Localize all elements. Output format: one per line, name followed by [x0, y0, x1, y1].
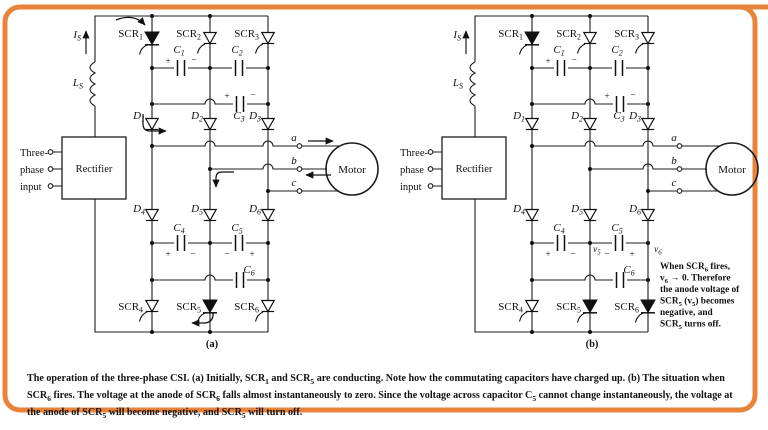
scr3-label: SCR3: [234, 28, 259, 41]
phase-b-label: b: [671, 155, 677, 167]
c3-minus-sign: −: [250, 91, 255, 101]
d1-label: D1: [512, 110, 525, 123]
phase-b-label: b: [291, 155, 297, 167]
c4-plus-sign: +: [545, 250, 550, 260]
scr2-label: SCR2: [556, 28, 581, 41]
scr6-label: SCR6: [234, 301, 259, 314]
is-label: IS: [72, 29, 81, 42]
figure-caption-text: The operation of the three-phase CSI. (a…: [27, 373, 733, 420]
c1-label: C1: [173, 44, 184, 57]
d2-label: D2: [190, 110, 203, 123]
subfigure-b-tag: (b): [586, 339, 599, 350]
c5-label: C5: [611, 222, 622, 235]
note-line-1: When SCR6 fires,: [660, 262, 730, 273]
c4-label: C4: [553, 222, 564, 235]
rectifier-label: Rectifier: [456, 164, 493, 175]
scr1-label: SCR1: [118, 28, 143, 41]
circuit-a: IS LS SCR1 SCR2 SCR3 C1 C2 + − + − C3 D1…: [20, 14, 378, 350]
c1-minus-sign: −: [191, 56, 196, 66]
circuit-b: IS LS SCR1 SCR2 SCR3 C1 C2 + − + − C3 D1…: [400, 14, 758, 350]
c3-plus-sign: +: [224, 92, 229, 102]
c2-label: C2: [231, 44, 242, 57]
phase-a-label: a: [671, 132, 677, 144]
input-label-2: phase: [20, 165, 44, 176]
c1-plus-sign: +: [165, 57, 170, 67]
ls-label: LS: [452, 77, 463, 90]
d1-label: D1: [132, 110, 145, 123]
input-label-1: Three-: [400, 148, 428, 159]
input-label-1: Three-: [20, 148, 48, 159]
v6-label: v6: [654, 245, 662, 256]
c6-label: C6: [243, 264, 254, 277]
scr4-label: SCR4: [118, 301, 143, 314]
note-line-5: negative, and: [660, 308, 714, 318]
ls-label: LS: [72, 77, 83, 90]
phase-c-label: c: [292, 177, 297, 189]
input-label-3: input: [400, 182, 422, 193]
motor-label: Motor: [338, 164, 366, 176]
d5-label: D5: [570, 203, 583, 216]
note-line-4: SCR5 (v5) becomes: [660, 296, 735, 308]
flow-arrow-scr5: [191, 311, 214, 327]
input-label-3: input: [20, 182, 42, 193]
c3-label: C3: [233, 110, 244, 123]
c3-label: C3: [613, 110, 624, 123]
is-label: IS: [452, 29, 461, 42]
d2-label: D2: [570, 110, 583, 123]
scr3-label: SCR3: [614, 28, 639, 41]
c4-plus-sign: +: [165, 250, 170, 260]
c5-plus-sign: +: [629, 250, 634, 260]
d6-label: D6: [248, 203, 261, 216]
phase-a-label: a: [291, 132, 297, 144]
d4-label: D4: [512, 203, 525, 216]
scr4-label: SCR4: [498, 301, 523, 314]
c5-minus-sign: −: [224, 250, 229, 260]
scr1-label: SCR1: [498, 28, 523, 41]
c1-minus-sign: −: [571, 56, 576, 66]
d6-label: D6: [628, 203, 641, 216]
figure-border: [2, 4, 758, 413]
flow-arrow-scr1: [115, 16, 146, 26]
scr5-label: SCR5: [556, 301, 581, 314]
motor-label: Motor: [718, 164, 746, 176]
c3-plus-sign: +: [604, 92, 609, 102]
c5-label: C5: [231, 222, 242, 235]
c6-label: C6: [623, 264, 634, 277]
flow-arrow-phase-b: [212, 171, 234, 188]
note-line-3: the anode voltage of: [660, 285, 740, 295]
c5-plus-sign: +: [249, 250, 254, 260]
c2-label: C2: [611, 44, 622, 57]
c1-label: C1: [553, 44, 564, 57]
scr2-label: SCR2: [176, 28, 201, 41]
note-line-2: v6 → 0. Therefore: [660, 274, 731, 285]
commutation-note: When SCR6 fires, v6 → 0. Therefore the a…: [660, 262, 740, 331]
subfigure-a-tag: (a): [206, 339, 219, 350]
note-line-6: SCR5 turns off.: [660, 320, 721, 331]
scr6-label: SCR6: [614, 301, 639, 314]
rectifier-label: Rectifier: [76, 164, 113, 175]
flow-arrow-phase-a: [142, 114, 167, 135]
d3-label: D3: [248, 110, 261, 123]
v5-label: v5: [593, 245, 601, 256]
c4-minus-sign: −: [190, 250, 195, 260]
c4-minus-sign: −: [570, 250, 575, 260]
c3-minus-sign: −: [630, 91, 635, 101]
c4-label: C4: [173, 222, 184, 235]
d4-label: D4: [132, 203, 145, 216]
input-label-2: phase: [400, 165, 424, 176]
c5-minus-sign: −: [604, 250, 609, 260]
d5-label: D5: [190, 203, 203, 216]
current-flow-arrows: [115, 16, 334, 327]
d3-label: D3: [628, 110, 641, 123]
c1-plus-sign: +: [545, 57, 550, 67]
phase-c-label: c: [672, 177, 677, 189]
scr5-label: SCR5: [176, 301, 201, 314]
figure-caption: The operation of the three-phase CSI. (a…: [27, 372, 741, 422]
